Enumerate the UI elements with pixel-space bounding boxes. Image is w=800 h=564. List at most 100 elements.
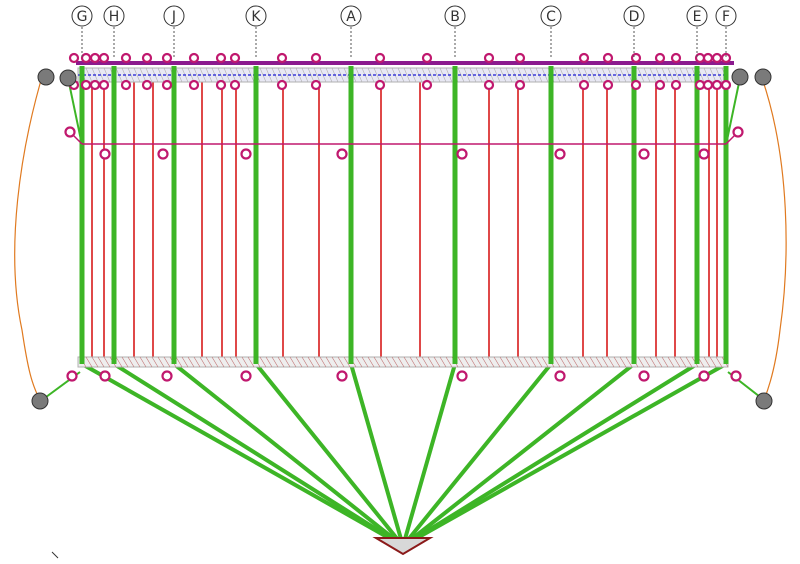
hatch-line [367, 356, 375, 368]
hatch-line [421, 356, 429, 368]
hatch-line [463, 67, 471, 83]
lower-top-ring [89, 79, 101, 91]
hatch-line [373, 67, 381, 83]
hatch-line [625, 356, 633, 368]
lower-top-ring [578, 79, 590, 91]
hatch-line [529, 356, 537, 368]
lower-top-ring [720, 79, 732, 91]
top-ring [483, 52, 495, 64]
right-cable [761, 77, 787, 401]
hatch-line [553, 356, 561, 368]
hatch-line [679, 356, 687, 368]
hatch-line [433, 67, 441, 83]
axis-label-g: G [77, 9, 88, 25]
hatch-line [583, 67, 591, 83]
hatch-line [565, 356, 573, 368]
hatch-line [601, 356, 609, 368]
top-ring [161, 52, 173, 64]
hatch-line [193, 67, 201, 83]
hatch-line [211, 356, 219, 368]
top-ring [374, 52, 386, 64]
hatch-line [673, 356, 681, 368]
side-bottom-ring [66, 370, 78, 382]
hatch-line [331, 356, 339, 368]
hatch-line [535, 356, 543, 368]
anchor-3 [731, 68, 749, 86]
bottom-ring [554, 370, 566, 382]
hatch-line [595, 356, 603, 368]
hatch-line [703, 356, 711, 368]
top-ring [578, 52, 590, 64]
axis-bubble-a [340, 5, 362, 27]
axis-bubble-h [103, 5, 125, 27]
hatch-line [313, 67, 321, 83]
hatch-line [217, 356, 225, 368]
hatch-line [271, 356, 279, 368]
axis-bubble-c [540, 5, 562, 27]
hatch-line [199, 356, 207, 368]
hatch-line [613, 356, 621, 368]
radial-cable-g [81, 362, 404, 548]
hatch-line [103, 67, 111, 83]
hatch-line [655, 356, 663, 368]
hatch-line [115, 356, 123, 368]
hatch-line [319, 356, 327, 368]
corner-tick [51, 551, 59, 559]
hatch-line [685, 356, 693, 368]
hatch-line [151, 356, 159, 368]
lower-top-ring [120, 79, 132, 91]
hatch-line [505, 356, 513, 368]
axis-label-d: D [629, 9, 640, 25]
bottom-ring [161, 370, 173, 382]
radial-cable-k [254, 362, 405, 548]
hatch-line [433, 356, 441, 368]
lower-top-ring [602, 79, 614, 91]
hatch-line [445, 356, 453, 368]
axis-bubble-b [444, 5, 466, 27]
lower-top-ring [141, 79, 153, 91]
hatch-line [673, 67, 681, 83]
hatch-line [385, 356, 393, 368]
top-ring [89, 52, 101, 64]
hatch-line [163, 67, 171, 83]
radial-cable-e [401, 362, 699, 548]
lower-top-ring [229, 79, 241, 91]
radial-green-cables [81, 362, 727, 548]
hatch-line [343, 356, 351, 368]
hatch-line [205, 356, 213, 368]
side-middle-ring [64, 126, 76, 138]
top-ring [310, 52, 322, 64]
hatch-line [373, 356, 381, 368]
radial-cable-j [172, 362, 405, 548]
hatch-line [703, 67, 711, 83]
hatch-line [583, 356, 591, 368]
hatch-line [493, 67, 501, 83]
top-ring [602, 52, 614, 64]
hatch-line [283, 356, 291, 368]
axis-bubble-j [163, 5, 185, 27]
hatch-line [403, 356, 411, 368]
hatch-line [85, 356, 93, 368]
hatch-line [409, 356, 417, 368]
lower-top-ring [215, 79, 227, 91]
anchors [31, 68, 773, 410]
hatch-line [157, 356, 165, 368]
hatch-line [589, 356, 597, 368]
lower-top-ring [654, 79, 666, 91]
lower-top-ring [310, 79, 322, 91]
middle-ring [638, 148, 650, 160]
hatch-line [571, 356, 579, 368]
lower-top-ring [630, 79, 642, 91]
hatch-line [439, 356, 447, 368]
anchor-1 [37, 68, 55, 86]
hatch-line [379, 356, 387, 368]
hatch-line [121, 356, 129, 368]
bottom-ring [698, 370, 710, 382]
hatch-line [667, 356, 675, 368]
apex-triangle [372, 537, 434, 556]
lower-top-ring [80, 79, 92, 91]
hatch-line [619, 356, 627, 368]
hatch-line [247, 356, 255, 368]
hatch-line [295, 356, 303, 368]
bottom-ring [240, 370, 252, 382]
